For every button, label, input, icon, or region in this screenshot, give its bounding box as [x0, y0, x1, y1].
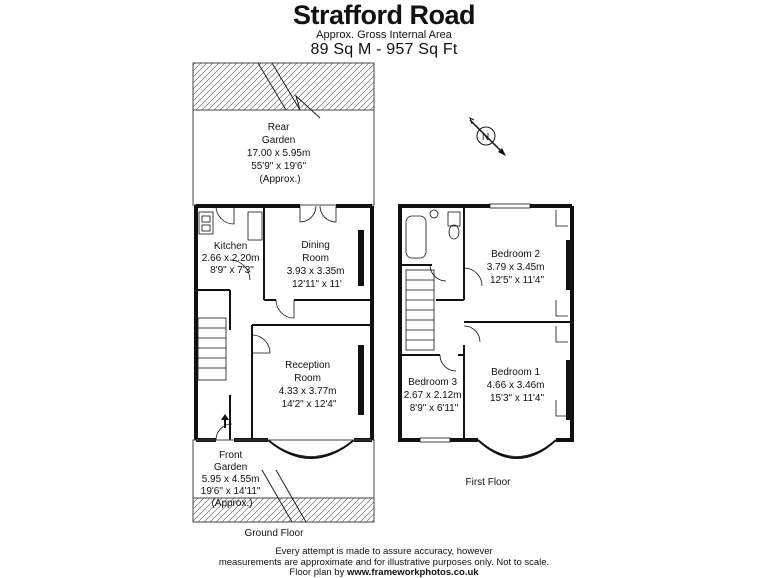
plan-subtitle: Approx. Gross Internal Area [316, 29, 452, 41]
disclaimer-line-1: Every attempt is made to assure accuracy… [275, 546, 493, 557]
bedroom-3-label: Bedroom 3 2.67 x 2.12m 8'9" x 6'11" [404, 377, 465, 414]
credit-line: Floor plan by www.frameworkphotos.co.uk [0, 567, 768, 578]
compass-label: N [482, 132, 489, 143]
reception-room-label: Reception Room 4.33 x 3.77m 14'2" x 12'4… [279, 360, 340, 410]
bedroom-1-label: Bedroom 1 4.66 x 3.46m 15'3" x 11'4" [487, 367, 548, 404]
dining-room-label: Dining Room 3.93 x 3.35m 12'11" x 11' [287, 240, 348, 290]
first-floor-label: First Floor [466, 477, 512, 488]
front-garden-area [192, 439, 375, 523]
credit-prefix: Floor plan by [289, 567, 345, 578]
plan-title: Strafford Road [293, 0, 476, 30]
rear-garden-area [192, 62, 375, 206]
north-compass: N [469, 117, 506, 156]
front-garden-label: Front Garden 5.95 x 4.55m 19'6" x 14'11"… [201, 450, 263, 509]
plan-area: 89 Sq M - 957 Sq Ft [310, 41, 458, 58]
disclaimer-line-2: measurements are approximate and for ill… [218, 557, 550, 568]
rear-garden-label: Rear Garden 17.00 x 5.95m 55'9" x 19'6" … [247, 122, 313, 185]
bedroom-2-label: Bedroom 2 3.79 x 3.45m 12'5" x 11'4" [487, 249, 548, 286]
credit-site-link[interactable]: www.frameworkphotos.co.uk [346, 567, 479, 578]
kitchen-label: Kitchen 2.66 x 2.20m 8'9" x 7'3" [202, 241, 263, 276]
ground-floor-label: Ground Floor [245, 528, 305, 539]
